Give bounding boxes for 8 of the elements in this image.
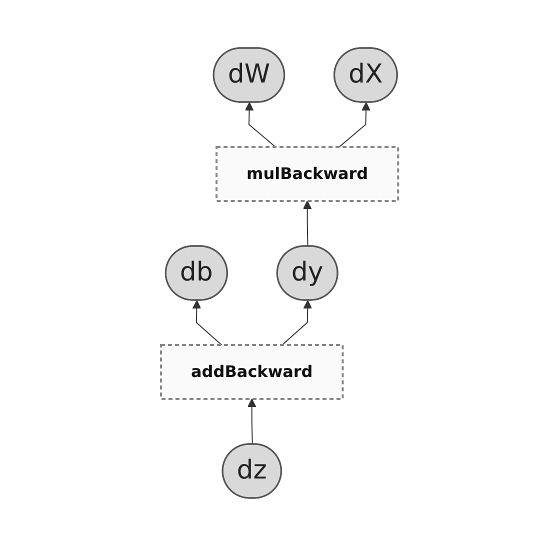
- arrow: [248, 398, 257, 445]
- arrow: [339, 102, 371, 148]
- node-box: mulBackward: [216, 146, 400, 202]
- arrow: [303, 200, 312, 247]
- node-box: addBackward: [160, 344, 344, 400]
- arrow: [282, 300, 312, 346]
- arrow: [245, 102, 276, 148]
- arrow: [192, 300, 223, 346]
